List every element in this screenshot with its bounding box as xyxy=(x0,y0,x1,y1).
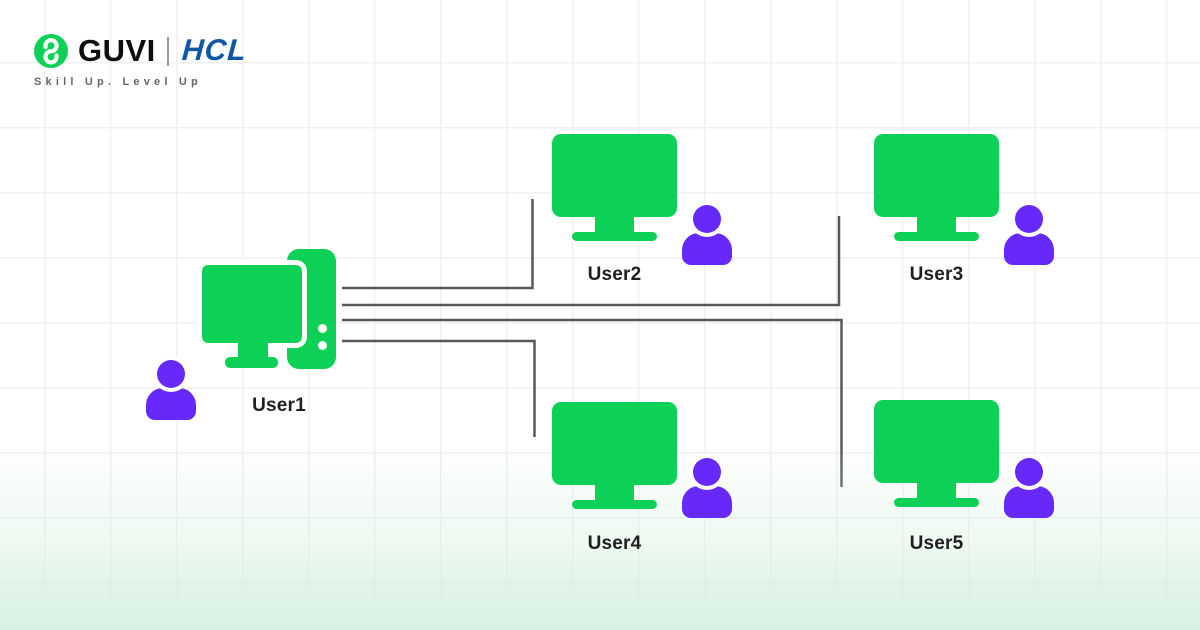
desktop-computer-icon xyxy=(200,249,337,370)
node-label-user1: User1 xyxy=(252,395,306,416)
monitor-icon xyxy=(552,402,677,509)
person-icon xyxy=(682,458,732,518)
monitor-icon xyxy=(874,400,999,507)
person-icon xyxy=(682,205,732,265)
monitor-base xyxy=(225,357,278,368)
node-label-user3: User3 xyxy=(909,264,964,285)
node-label-user4: User4 xyxy=(587,533,642,554)
person-icon xyxy=(1004,205,1054,265)
monitor-icon xyxy=(552,134,677,241)
node-label-user2: User2 xyxy=(587,264,642,285)
tower-button-dot xyxy=(318,324,327,333)
tower-button-dot xyxy=(318,341,327,350)
wire-user1-user2 xyxy=(342,199,534,290)
hcl-logo-text: HCL xyxy=(180,34,248,67)
monitor-icon xyxy=(874,134,999,241)
guvi-logo-text: GUVI xyxy=(78,33,156,68)
logo-divider xyxy=(166,36,169,66)
wire-user1-user4 xyxy=(342,339,536,437)
brand-header: GUVI HCL Skill Up. Level Up xyxy=(34,33,248,88)
computer-screen xyxy=(202,265,302,343)
node-label-user5: User5 xyxy=(909,533,964,554)
guvi-g-icon xyxy=(34,34,68,68)
brand-tagline: Skill Up. Level Up xyxy=(34,76,202,88)
person-icon xyxy=(146,360,196,420)
person-icon xyxy=(1004,458,1054,518)
